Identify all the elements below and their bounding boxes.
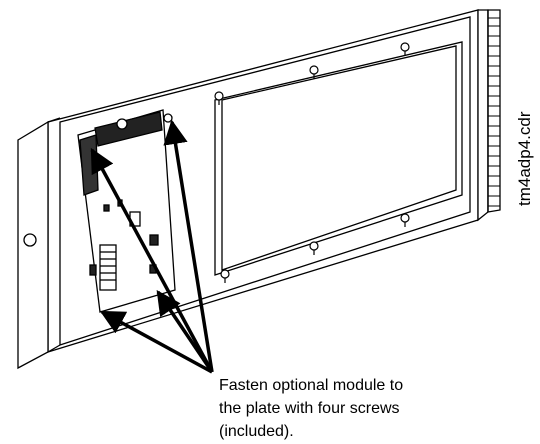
screw-icon	[309, 241, 319, 255]
mounting-hole-icon	[23, 233, 37, 247]
rail-ridges	[488, 17, 500, 207]
file-label: tm4adp4.cdr	[515, 111, 534, 206]
screw-icon	[400, 42, 410, 56]
screw-icon	[400, 213, 410, 227]
screw-icon	[309, 65, 319, 79]
screw-icon	[214, 91, 224, 105]
annotation-line-2: the plate with four screws	[219, 400, 400, 417]
annotation-line-1: Fasten optional module to	[219, 377, 403, 394]
plate-screws	[214, 42, 410, 283]
pointer-arrows	[90, 119, 214, 374]
rack-ear	[17, 120, 49, 370]
screw-icon	[220, 269, 230, 283]
annotation-line-3: (included).	[219, 423, 294, 440]
